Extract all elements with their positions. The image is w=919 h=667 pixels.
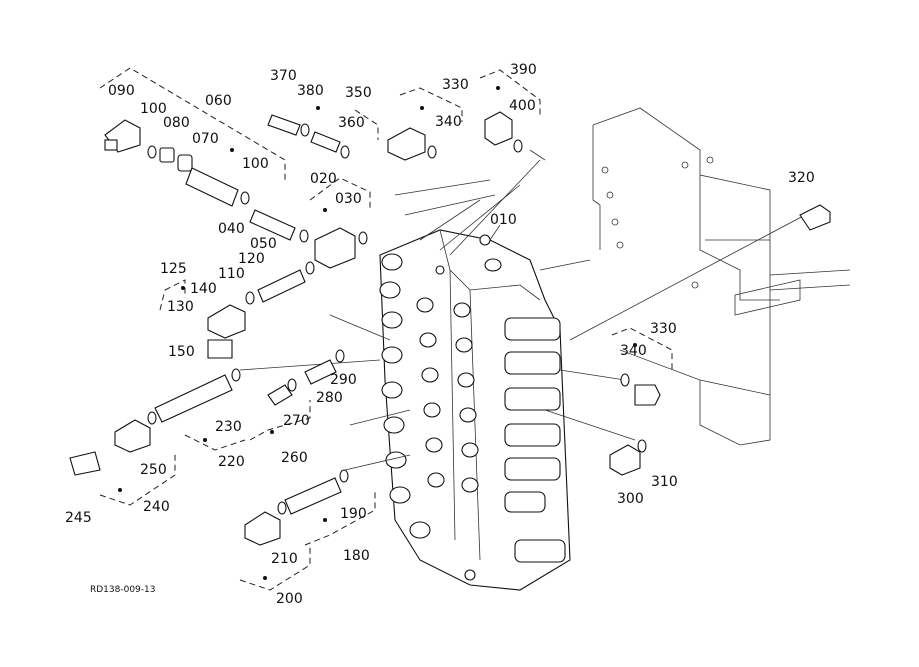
label-390: 390 bbox=[510, 62, 537, 78]
label-330-right: 330 bbox=[650, 321, 677, 337]
valve-spools bbox=[504, 317, 566, 563]
bolt-320 bbox=[799, 204, 831, 231]
label-030: 030 bbox=[335, 191, 362, 207]
fitting-assembly-330-right bbox=[620, 373, 661, 406]
label-370: 370 bbox=[270, 68, 297, 84]
elbow-assembly-200 bbox=[244, 511, 281, 546]
label-110: 110 bbox=[218, 266, 245, 282]
label-360: 360 bbox=[338, 115, 365, 131]
part-labels: 090 100 060 080 070 100 370 380 350 360 … bbox=[65, 62, 815, 607]
label-310: 310 bbox=[651, 474, 678, 490]
label-150: 150 bbox=[168, 344, 195, 360]
label-380: 380 bbox=[297, 83, 324, 99]
label-070: 070 bbox=[192, 131, 219, 147]
plug-assembly-350 bbox=[267, 114, 350, 159]
group-brackets bbox=[99, 67, 673, 591]
label-340-right: 340 bbox=[620, 343, 647, 359]
label-340-top: 340 bbox=[435, 114, 462, 130]
elbow-assembly-240 bbox=[69, 419, 151, 476]
label-140: 140 bbox=[190, 281, 217, 297]
label-260: 260 bbox=[281, 450, 308, 466]
label-100-lower: 100 bbox=[242, 156, 269, 172]
label-230: 230 bbox=[215, 419, 242, 435]
label-060: 060 bbox=[205, 93, 232, 109]
label-245: 245 bbox=[65, 510, 92, 526]
label-220: 220 bbox=[218, 454, 245, 470]
label-130: 130 bbox=[167, 299, 194, 315]
label-350: 350 bbox=[345, 85, 372, 101]
valve-ports bbox=[379, 234, 502, 581]
label-270: 270 bbox=[283, 413, 310, 429]
label-330-top: 330 bbox=[442, 77, 469, 93]
fitting-assembly-110 bbox=[207, 261, 315, 359]
elbow-fitting-020 bbox=[314, 227, 368, 269]
main-valve-block-010 bbox=[379, 229, 571, 591]
check-valve-assembly-060 bbox=[104, 119, 309, 243]
label-200: 200 bbox=[276, 591, 303, 607]
elbow-assembly-300 bbox=[609, 439, 647, 476]
label-020: 020 bbox=[310, 171, 337, 187]
label-010: 010 bbox=[490, 212, 517, 228]
mounting-bracket bbox=[592, 107, 851, 446]
label-300: 300 bbox=[617, 491, 644, 507]
label-080: 080 bbox=[163, 115, 190, 131]
elbow-assembly-390 bbox=[484, 111, 523, 153]
fitting-assembly-260 bbox=[267, 349, 345, 406]
pipe-assembly-220 bbox=[147, 368, 241, 425]
leader-lines bbox=[239, 149, 806, 471]
label-100-top: 100 bbox=[140, 101, 167, 117]
label-190: 190 bbox=[340, 506, 367, 522]
label-290: 290 bbox=[330, 372, 357, 388]
label-250: 250 bbox=[140, 462, 167, 478]
label-280: 280 bbox=[316, 390, 343, 406]
pipe-assembly-180 bbox=[277, 469, 349, 515]
diagram-reference-code: RD138-009-13 bbox=[90, 585, 156, 595]
label-320: 320 bbox=[788, 170, 815, 186]
label-240: 240 bbox=[143, 499, 170, 515]
label-210: 210 bbox=[271, 551, 298, 567]
label-050: 050 bbox=[250, 236, 277, 252]
label-180: 180 bbox=[343, 548, 370, 564]
group-dots bbox=[118, 86, 637, 580]
label-120: 120 bbox=[238, 251, 265, 267]
label-040: 040 bbox=[218, 221, 245, 237]
label-400: 400 bbox=[509, 98, 536, 114]
label-125: 125 bbox=[160, 261, 187, 277]
elbow-assembly-330-top bbox=[387, 127, 437, 161]
label-090: 090 bbox=[108, 83, 135, 99]
